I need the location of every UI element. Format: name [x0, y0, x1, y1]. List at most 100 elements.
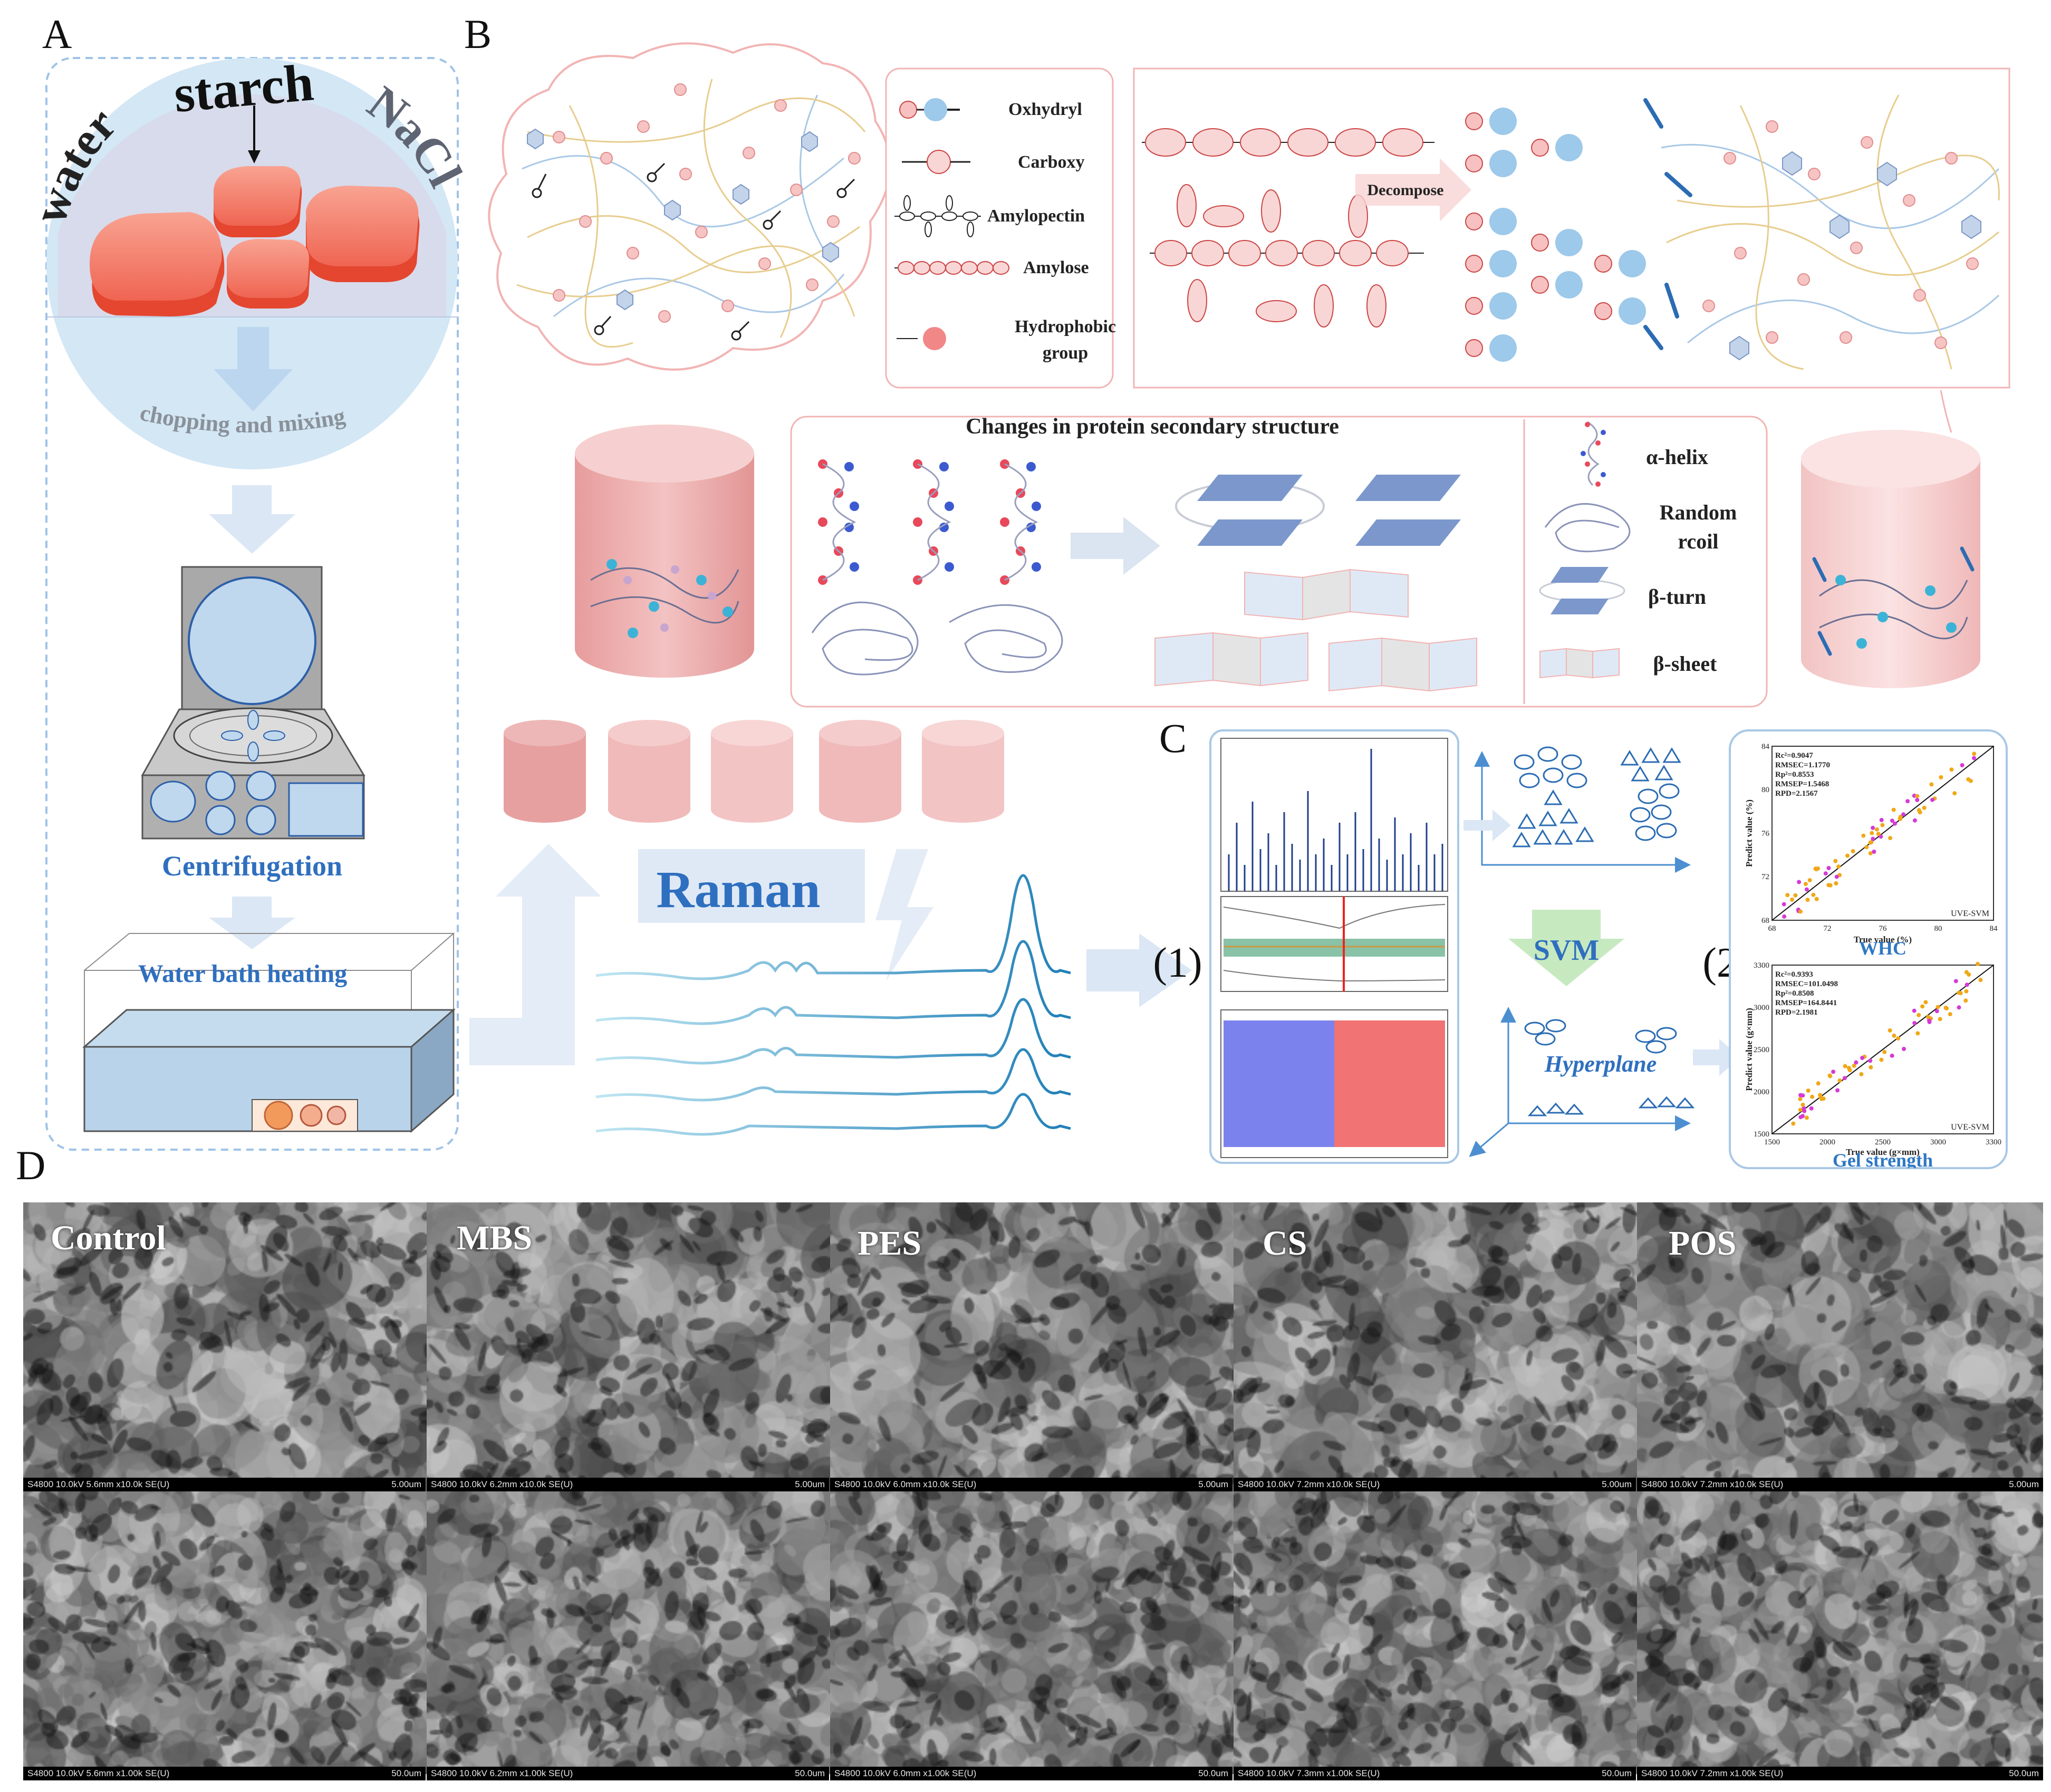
scatter-point: [1934, 1009, 1939, 1014]
sem-label-pos: POS: [1669, 1224, 1737, 1263]
scatter-point: [1872, 850, 1876, 854]
scatter-point: [1811, 892, 1816, 897]
scatter-point: [1804, 887, 1809, 892]
scatter-point: [1888, 1028, 1892, 1033]
hyperplane-label: Hyperplane: [1544, 1051, 1657, 1077]
amylopectin-icon: [894, 195, 981, 237]
scatter-point: [1915, 798, 1920, 802]
scatter-point: [1915, 794, 1920, 798]
scatter-point: [1790, 897, 1795, 902]
scatter-point: [1930, 797, 1934, 802]
sem-label-control: Control: [51, 1219, 166, 1257]
scatter-point: [1943, 1006, 1948, 1010]
beta-turn-icon: [1539, 567, 1625, 614]
scatter-point: [1798, 1107, 1803, 1112]
scatter-point: [1870, 831, 1874, 835]
scatter-point: [1915, 1031, 1920, 1036]
whc-stat-5: RPD=2.1567: [1775, 789, 1818, 798]
scatter-point: [1809, 1106, 1814, 1111]
scatter-point: [1879, 817, 1884, 822]
scatter-point: [1965, 982, 1969, 987]
scatter-point: [1898, 816, 1903, 821]
gel-stat-2: RMSEC=101.0498: [1775, 980, 1838, 988]
scatter-point: [1814, 897, 1819, 901]
scatter-point: [1785, 893, 1790, 898]
amylose-icon: [894, 261, 1009, 275]
up-arrow-icon: [469, 844, 601, 1065]
scatter-point: [1836, 864, 1841, 869]
whc-xtick: 68: [1768, 924, 1776, 933]
scatter-point: [1798, 1093, 1803, 1097]
scatter-point: [1869, 1065, 1873, 1070]
sem-info-bar: S4800 10.0kV 5.6mm x1.00k SE(U)50.0um: [23, 1767, 426, 1780]
blue-noise-block: [1224, 1020, 1334, 1147]
scatter-point: [1892, 1033, 1896, 1038]
random-coil-icon: [1544, 503, 1631, 553]
sem-image: [23, 1202, 427, 1491]
sem-label-cs: CS: [1263, 1224, 1307, 1263]
scatter-point: [1920, 1004, 1925, 1009]
scatter-point: [1810, 1094, 1815, 1099]
sem-texture: [1234, 1491, 1637, 1774]
gel-stat-5: RPD=2.1981: [1775, 1008, 1818, 1017]
whc-xlabel: True value (%): [1854, 934, 1912, 945]
scatter-point: [1782, 902, 1786, 907]
scatter-point: [1960, 763, 1965, 767]
legend-amylose: Amylose: [1023, 258, 1089, 277]
legend-hydrophobic-1: Hydrophobic: [1015, 317, 1116, 336]
centrifuge-icon: [141, 566, 365, 840]
hydrophobic-group-icon: [897, 316, 946, 361]
whc-plot: Rc²=0.9047 RMSEC=1.1770 Rp²=0.8553 RMSEP…: [1744, 743, 1998, 957]
scatter-point: [1843, 1064, 1847, 1068]
sem-info-bar: S4800 10.0kV 7.2mm x1.00k SE(U)50.0um: [1637, 1767, 2043, 1780]
scatter-point: [1805, 898, 1810, 902]
carboxy-icon: [902, 150, 970, 174]
scatter-point: [1860, 1056, 1864, 1061]
scatter-point: [1871, 825, 1875, 830]
sem-info-bar: S4800 10.0kV 6.0mm x10.0k SE(U)5.00um: [830, 1478, 1232, 1491]
scatter-point: [1912, 1021, 1917, 1025]
scatter-point: [1851, 849, 1855, 853]
meat-pieces-icon: [90, 166, 420, 316]
sem-image: [23, 1491, 427, 1774]
sem-image: [830, 1491, 1234, 1774]
scatter-point: [1797, 880, 1802, 884]
class-a-circles: [1514, 746, 1680, 841]
gel-strength-plot: Rc²=0.9393 RMSEC=101.0498 Rp²=0.8508 RMS…: [1744, 961, 2001, 1168]
scatter-point: [1837, 1078, 1842, 1083]
network-cloud: [488, 42, 891, 371]
gel-xtick: 1500: [1764, 1138, 1780, 1147]
whc-ytick: 76: [1761, 830, 1770, 838]
scatter-point: [1948, 1012, 1952, 1017]
centrifugation-label: Centrifugation: [162, 850, 342, 882]
legend-amylopectin: Amylopectin: [987, 206, 1085, 226]
beta-sheet-icon: [1539, 648, 1620, 679]
amylopectin-branch: [1150, 184, 1424, 327]
sem-texture: [1637, 1491, 2043, 1774]
legend-carboxy: Carboxy: [1018, 152, 1085, 172]
class-b-triangles: [1512, 747, 1681, 847]
scatter-point: [1802, 1109, 1807, 1113]
sem-texture: [830, 1202, 1234, 1491]
alpha-helix-group: [818, 459, 1041, 585]
gel-method: UVE-SVM: [1951, 1123, 1989, 1132]
scatter-point: [1835, 1088, 1840, 1093]
sem-image: [1234, 1202, 1637, 1491]
raman-spectra: [595, 874, 1071, 1136]
scatter-point: [1803, 882, 1808, 887]
sem-info-bar: S4800 10.0kV 7.2mm x10.0k SE(U)5.00um: [1234, 1478, 1636, 1491]
right-arrow-icon: [1086, 933, 1192, 1007]
legend-box: [885, 68, 1114, 389]
decompose-label: Decompose: [1368, 181, 1444, 199]
scatter-point: [1901, 812, 1906, 817]
scatter-point: [1939, 775, 1943, 779]
scatter-point: [1917, 1013, 1921, 1017]
whc-ylabel: Predict value (%): [1744, 799, 1754, 867]
gel-stat-4: RMSEP=164.8441: [1775, 999, 1837, 1007]
sem-info-bar: S4800 10.0kV 6.2mm x10.0k SE(U)5.00um: [427, 1478, 829, 1491]
whc-ytick: 72: [1761, 873, 1769, 881]
scatter-point: [1876, 832, 1881, 836]
scatter-point: [1927, 1019, 1932, 1024]
sem-info-bar: S4800 10.0kV 7.3mm x1.00k SE(U)50.0um: [1234, 1767, 1636, 1780]
scatter-point: [1834, 874, 1839, 879]
